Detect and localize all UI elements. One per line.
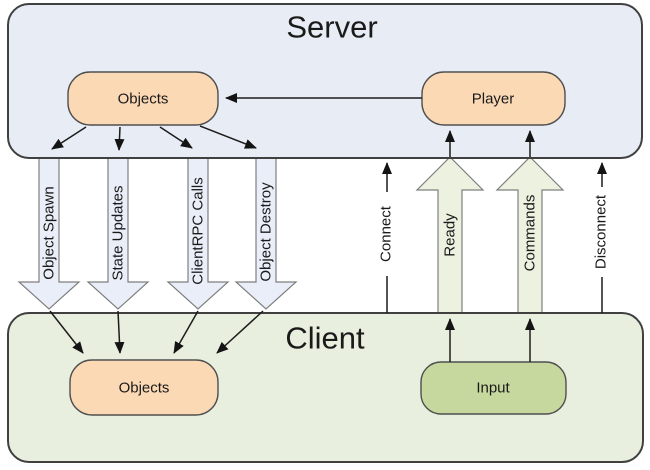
- input-label: Input: [476, 380, 510, 397]
- server-objects-label: Objects: [118, 91, 169, 108]
- player-label: Player: [472, 91, 515, 108]
- connect-label-bg: [376, 192, 398, 276]
- block-arrow-commands: [495, 156, 565, 314]
- block-arrow-ready: [415, 156, 485, 314]
- client-objects-label: Objects: [119, 380, 170, 397]
- input-node: [420, 361, 567, 415]
- server-title: Server: [286, 10, 377, 45]
- client-objects-node: [69, 359, 219, 416]
- clientrpc-calls-label: ClientRPC Calls: [190, 177, 207, 285]
- state-updates-label: State Updates: [110, 185, 127, 280]
- arrow-objects-to-state-updates: [114, 126, 125, 151]
- arrow-object-destroy-to-objects: [216, 310, 264, 354]
- disconnect-label: Disconnect: [593, 194, 610, 269]
- disconnect-label-bg: [591, 187, 613, 277]
- connect-label: Connect: [378, 205, 395, 262]
- arrow-objects-to-object-destroy: [199, 125, 257, 149]
- server-objects-node: [67, 71, 219, 126]
- object-destroy-label: Object Destroy: [258, 182, 275, 282]
- block-arrow-clientrpc-calls: [166, 155, 230, 310]
- block-arrow-state-updates: [86, 155, 150, 310]
- client-title: Client: [285, 321, 365, 356]
- arrow-state-updates-to-objects: [114, 310, 125, 354]
- arrow-clientrpc-calls-to-objects: [173, 310, 199, 354]
- object-spawn-label: Object Spawn: [41, 186, 58, 279]
- arrow-objects-to-clientrpc-calls: [159, 126, 193, 149]
- commands-label: Commands: [522, 195, 539, 272]
- arrow-object-spawn-to-objects: [49, 310, 84, 354]
- arrow-objects-to-object-spawn: [51, 126, 87, 150]
- block-arrow-object-spawn: [17, 155, 81, 310]
- ready-label: Ready: [442, 213, 459, 257]
- client-box: [7, 312, 644, 463]
- block-arrow-object-destroy: [234, 155, 298, 310]
